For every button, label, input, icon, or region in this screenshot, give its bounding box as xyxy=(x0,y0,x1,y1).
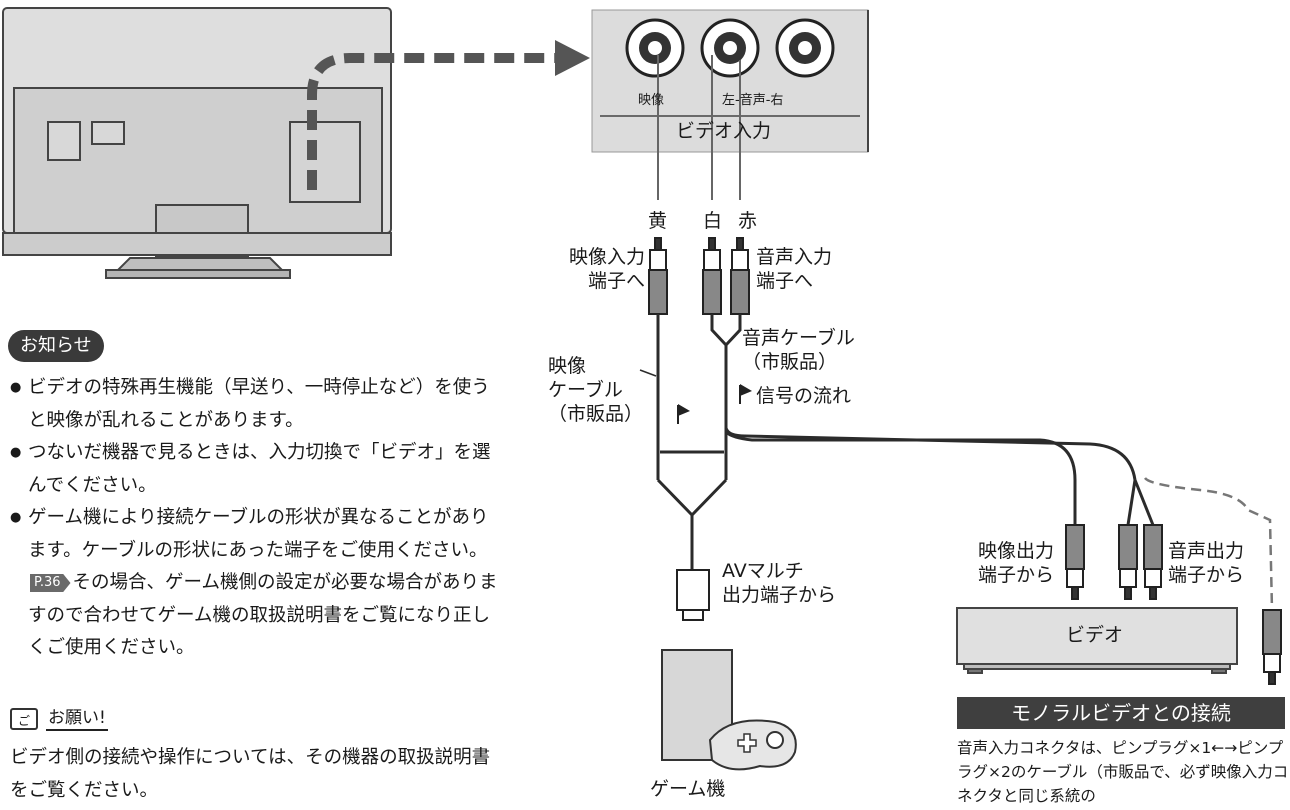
plug-color-red: 赤 xyxy=(738,210,758,232)
label-game-console: ゲーム機 xyxy=(650,778,726,800)
rca-plug-yellow xyxy=(648,237,668,315)
label-signal-flow: 信号の流れ xyxy=(756,385,852,407)
game-cables xyxy=(639,314,742,570)
rca-plug-white xyxy=(702,237,722,315)
page-ref-badge: P.36 xyxy=(30,574,71,592)
jack-label-audio: 左-音声-右 xyxy=(722,93,784,108)
vcr-label: ビデオ xyxy=(1066,624,1124,646)
rca-plug-red xyxy=(730,237,750,315)
mono-text: 音声入力コネクタは、ピンプラグ×1←→ピンプラグ×2のケーブル（市販品で、必ず映… xyxy=(957,739,1289,805)
label-to-video-in: 映像入力 端子へ xyxy=(568,246,645,292)
rca-plug-audio-out-r xyxy=(1143,524,1163,600)
label-audio-cable: 音声ケーブル （市販品） xyxy=(742,327,855,373)
label-video-out: 映像出力 端子から xyxy=(977,540,1054,586)
plug-color-white: 白 xyxy=(703,210,723,232)
game-console-illustration xyxy=(661,649,797,771)
tv-back-illustration xyxy=(2,7,392,279)
label-av-multi: AVマルチ 出力端子から xyxy=(722,560,837,606)
notice-item-text: その場合、ゲーム機側の設定が必要な場合がありますので合わせてゲーム機の取扱説明書… xyxy=(28,572,498,658)
plug-guide-lines xyxy=(657,55,741,200)
dpad-icon xyxy=(737,733,757,753)
notice-list: ビデオの特殊再生機能（早送り、一時停止など）を使うと映像が乱れることがあります。… xyxy=(10,372,505,665)
label-audio-out: 音声出力 端子から xyxy=(1168,540,1245,586)
vcr-cables xyxy=(724,427,1155,526)
plug-color-yellow: 黄 xyxy=(648,210,668,232)
notice-badge: お知らせ xyxy=(8,330,104,362)
mono-dashed-cable xyxy=(1143,477,1274,611)
request-header: ご お願い! xyxy=(10,706,108,732)
label-to-audio-in: 音声入力 端子へ xyxy=(756,246,833,292)
request-label: お願い! xyxy=(46,707,108,731)
rca-plug-video-out xyxy=(1065,524,1085,600)
flow-marker-video xyxy=(677,404,690,424)
rca-jack-video xyxy=(625,18,685,78)
notice-item: つないだ機器で見るときは、入力切換で「ビデオ」を選んでください。 xyxy=(10,437,505,502)
notice-item: ゲーム機により接続ケーブルの形状が異なることがあります。ケーブルの形状にあった端… xyxy=(10,502,505,665)
mono-heading: モノラルビデオとの接続 xyxy=(957,697,1285,729)
vcr-illustration xyxy=(956,607,1238,674)
request-text: ビデオ側の接続や操作については、その機器の取扱説明書をご覧ください。 xyxy=(10,747,491,801)
connection-pointer-arrow xyxy=(307,53,555,190)
av-multi-connector xyxy=(676,569,710,621)
rca-jack-audio-left xyxy=(700,18,760,78)
rca-plug-mono xyxy=(1262,609,1282,685)
jack-label-video: 映像 xyxy=(638,93,665,108)
rca-jack-audio-right xyxy=(775,18,835,78)
notice-item: ビデオの特殊再生機能（早送り、一時停止など）を使うと映像が乱れることがあります。 xyxy=(10,372,505,437)
flow-marker-audio xyxy=(739,384,752,404)
memo-icon: ご xyxy=(10,708,38,730)
panel-title: ビデオ入力 xyxy=(676,120,772,142)
pointer-arrow-head xyxy=(555,40,590,76)
rca-plug-audio-out-l xyxy=(1118,524,1138,600)
notice-item-text: ゲーム機により接続ケーブルの形状が異なることがあります。ケーブルの形状にあった端… xyxy=(28,507,489,561)
label-video-cable: 映像 ケーブル （市販品） xyxy=(548,355,644,425)
